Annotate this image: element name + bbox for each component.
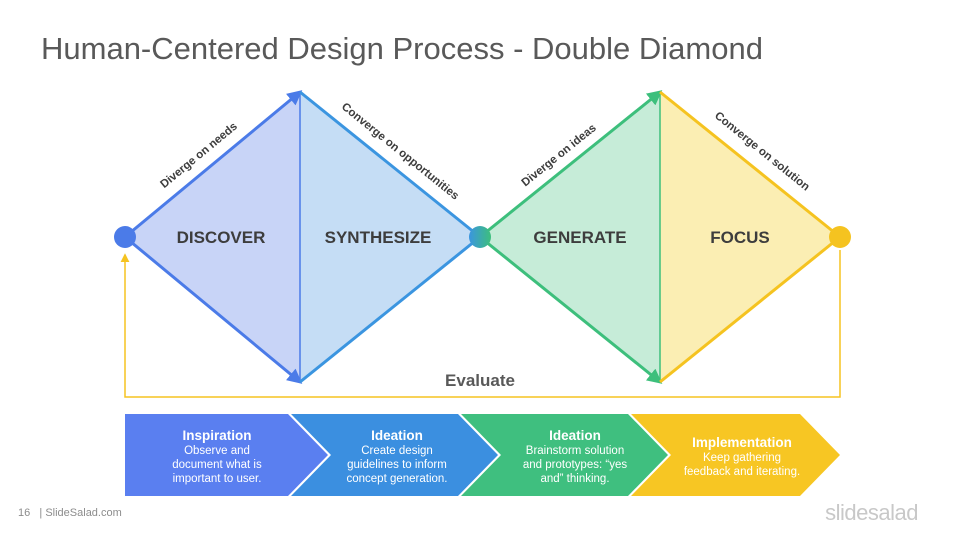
converge-solution-edge (659, 90, 841, 239)
evaluate-label: Evaluate (445, 371, 515, 390)
discover-lower-edge (124, 235, 303, 384)
step-description: Keep gathering feedback and iterating. (683, 452, 801, 478)
step-chevron-inspiration (125, 414, 328, 496)
focus-quadrant (660, 92, 840, 382)
page-number: 16 (18, 507, 31, 519)
slide-title: Human-Centered Design Process - Double D… (41, 31, 763, 66)
start-node (114, 226, 136, 248)
phase-label-discover: DISCOVER (177, 228, 266, 247)
end-node (829, 226, 851, 248)
step-implementation: Implementation Keep gathering feedback a… (666, 434, 818, 479)
diverge-needs-edge (124, 90, 303, 239)
step-ideation-brainstorm: Ideation Brainstorm solution and prototy… (498, 427, 652, 486)
step-description: Create design guidelines to inform conce… (346, 445, 448, 485)
synthesize-lower-edge (299, 235, 481, 384)
evaluate-loop-line (120, 250, 841, 398)
diverge-ideas-edge (479, 90, 663, 239)
step-chevron-ideation-brainstorm (461, 414, 668, 496)
phase-label-focus: FOCUS (710, 228, 770, 247)
step-heading: Inspiration (182, 428, 252, 443)
step-heading: Ideation (371, 428, 423, 443)
phase-label-generate: GENERATE (533, 228, 626, 247)
step-chevron-ideation-guidelines (291, 414, 498, 496)
discover-quadrant (125, 92, 300, 382)
step-ideation-guidelines: Ideation Create design guidelines to inf… (322, 427, 472, 486)
step-inspiration: Inspiration Observe and document what is… (138, 427, 296, 486)
generate-lower-edge (479, 235, 663, 384)
step-chevron-implementation (631, 414, 840, 496)
generate-quadrant (480, 92, 660, 382)
footer-site: | SlideSalad.com (39, 507, 122, 519)
step-description: Brainstorm solution and prototypes: “yes… (522, 445, 628, 485)
brand-logo: slidesalad (825, 500, 918, 525)
middle-node (469, 226, 491, 248)
synthesize-quadrant (300, 92, 480, 382)
slide-footer: 16 | SlideSalad.com (18, 507, 122, 519)
step-heading: Implementation (692, 435, 792, 450)
phase-label-synthesize: SYNTHESIZE (325, 228, 432, 247)
focus-lower-edge (659, 235, 841, 384)
converge-opportunities-edge (299, 90, 481, 239)
step-description: Observe and document what is important t… (172, 445, 262, 485)
step-heading: Ideation (549, 428, 601, 443)
